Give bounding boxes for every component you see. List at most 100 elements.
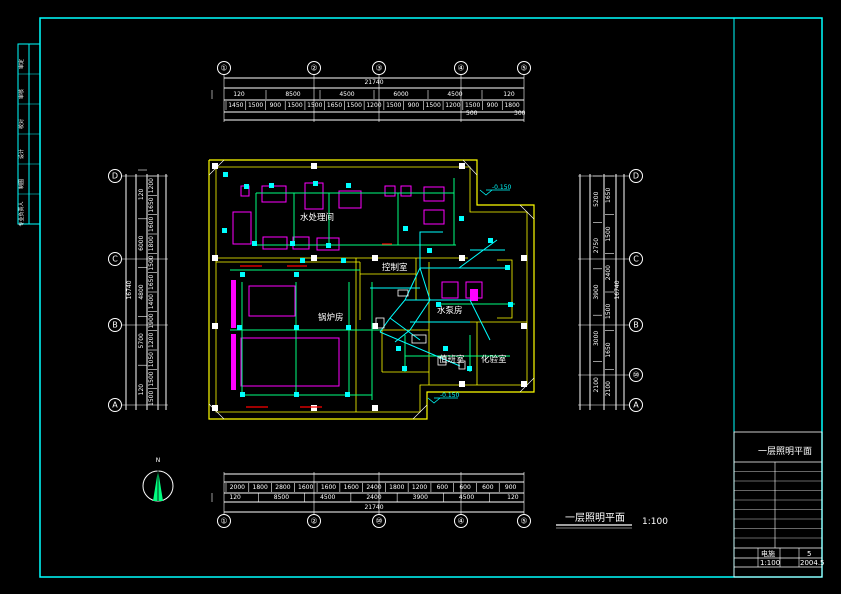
left-row2-dim-11: 1500 [148,391,155,406]
top-row2-dim-11: 1200 [445,102,460,109]
bottom-grid-axes: ① ② ⑩ ④ ⑤ [217,472,531,528]
lighting-wiring [230,178,515,400]
structural-columns [212,163,527,411]
bottom-axis-label-1: ② [310,517,317,526]
left-row1-dim-2: 4800 [138,284,145,299]
title-block-dept: 电施 [761,549,775,558]
right-axis-bubble-0 [629,169,643,183]
left-row2-dim-7: 1900 [148,313,155,328]
top-row2-dim-7: 1200 [366,102,381,109]
bottom-axis-label-3: ④ [457,517,464,526]
bottom-row2-dim-6: 120 [507,494,519,501]
top-row2-dim-13: 900 [487,102,499,109]
title-block-sheet-no: 5 [807,550,811,558]
left-row1-dim-1: 6000 [138,235,145,250]
top-row1-dim-4: 4500 [447,91,462,98]
left-row2-dim-9: 1050 [148,352,155,367]
lamp-symbols [222,172,513,397]
level-mark-1: -0.150 [479,184,512,196]
top-axis-label-1: ② [310,64,317,73]
left-axis-bubble-0 [108,169,122,183]
bottom-axis-bubble-0 [217,514,231,528]
left-row1-dim-4: 120 [138,384,145,396]
caption-scale: 1:100 [642,517,668,527]
room-duty: 值班室 [439,354,465,365]
title-block-date: 2004.5 [800,559,825,567]
bottom-row1-dim-3: 1600 [298,484,313,491]
right-row2-dim-0: 1650 [605,188,612,203]
right-axis-bubble-2 [629,318,643,332]
bottom-row1-dim-10: 600 [459,484,471,491]
side-strip-label-2: 校对 [18,119,25,129]
bottom-axis-bubble-3 [454,514,468,528]
equipment-fill [231,280,478,390]
right-axis-label-3: ⑩ [632,371,639,380]
top-axis-label-2: ③ [375,64,382,73]
title-block-drawing-name: 一层照明平面 [758,446,812,457]
level-text-2: -0.150 [440,392,460,399]
room-control: 控制室 [382,262,408,273]
top-row3-dim-0: 500 [466,110,478,117]
right-row2-dim-1: 1500 [605,226,612,241]
left-axis-label-2: B [112,321,118,330]
side-strip-label-5: 专业负责人 [18,201,25,226]
title-block-scale: 1:100 [760,559,780,567]
drawing-caption: 一层照明平面 1:100 [556,512,668,529]
top-axis-label-4: ⑤ [520,64,527,73]
bottom-row2-dim-3: 2400 [366,494,381,501]
top-row2-dim-1: 1500 [248,102,263,109]
right-row2-dim-4: 1650 [605,342,612,357]
room-pump: 水泵房 [437,305,463,316]
top-row2-dim-8: 1500 [386,102,401,109]
top-axis-label-3: ④ [457,64,464,73]
right-row2-dim-5: 2100 [605,381,612,396]
bottom-axis-bubble-4 [517,514,531,528]
right-axis-bubble-3 [629,368,643,382]
bottom-row2-dim-0: 120 [229,494,241,501]
left-row2-dim-2: 1600 [148,217,155,232]
top-row1-dim-2: 4500 [339,91,354,98]
bottom-axis-bubble-2 [372,514,386,528]
bottom-axis-label-2: ⑩ [375,517,382,526]
side-strip-label-1: 审核 [18,89,25,99]
control-wiring [370,231,505,367]
caption-title: 一层照明平面 [565,512,625,524]
left-row2-dim-0: 1200 [148,178,155,193]
bottom-row1-dim-7: 1800 [389,484,404,491]
right-total-dim: 16740 [614,280,621,299]
room-lab: 化验室 [481,354,507,365]
floor-plan: 水处理间 控制室 锅炉房 水泵房 化验室 值班室 -0.150 -0.150 [208,159,535,420]
top-row3-dim-1: 300 [514,110,526,117]
level-text-1: -0.150 [492,184,512,191]
left-row2-dim-3: 1800 [148,236,155,251]
bottom-row1-dim-11: 600 [482,484,494,491]
top-row2-dim-12: 1500 [465,102,480,109]
heater-symbols [240,243,392,408]
bottom-axis-label-0: ① [220,517,227,526]
right-row1-dim-3: 3000 [593,331,600,346]
bottom-row1-dim-6: 2400 [366,484,381,491]
left-row2-dim-5: 1650 [148,275,155,290]
bottom-row1-dim-4: 1600 [321,484,336,491]
left-axis-bubble-2 [108,318,122,332]
right-axis-bubble-4 [629,398,643,412]
side-strip-label-3: 设计 [18,149,25,159]
left-row2-dim-1: 1650 [148,197,155,212]
top-grid-axes: ① ② ③ ④ ⑤ [217,61,531,122]
top-axis-label-0: ① [220,64,227,73]
top-row1-dim-0: 120 [233,91,245,98]
equipment-outlines [232,182,483,387]
bottom-axis-label-4: ⑤ [520,517,527,526]
top-row1-dim-1: 8500 [285,91,300,98]
north-arrow: N [142,457,174,502]
right-axis-bubble-1 [629,252,643,266]
bottom-row1-dim-1: 1800 [253,484,268,491]
title-block: 一层照明平面 电施 5 1:100 2004.5 [733,431,825,578]
